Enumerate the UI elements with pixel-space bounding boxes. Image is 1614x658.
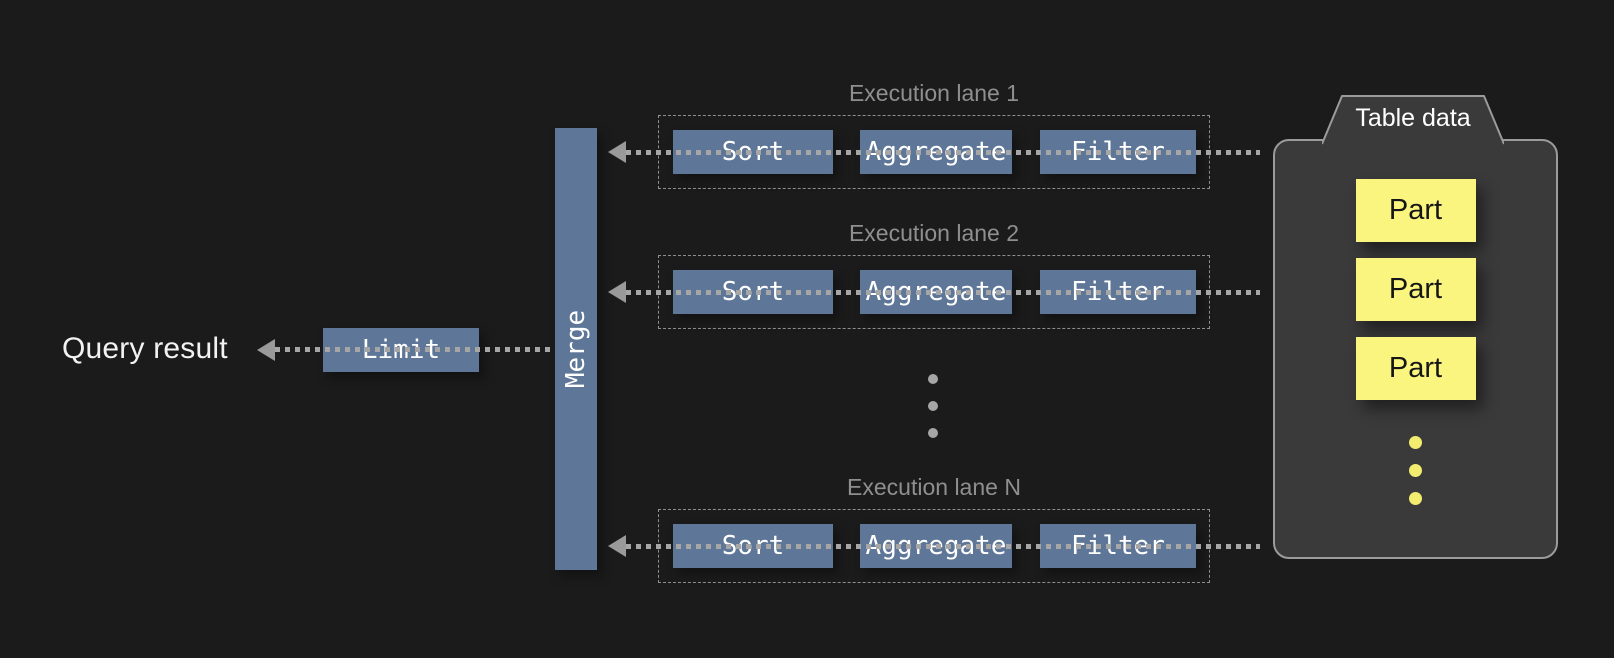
part-block: Part <box>1355 258 1476 321</box>
parts-ellipsis-icon <box>1409 436 1422 505</box>
flow-line-lane <box>626 544 1260 549</box>
flow-line-lane <box>626 290 1260 295</box>
lanes-ellipsis-icon <box>928 374 938 438</box>
arrow-left-icon <box>608 141 626 163</box>
ellipsis-dot <box>1409 436 1422 449</box>
part-block: Part <box>1355 337 1476 400</box>
lane-title: Execution lane 1 <box>848 80 1020 106</box>
execution-lane-1: Execution lane 1 Sort Aggregate Filter <box>0 80 1614 189</box>
part-block: Part <box>1355 179 1476 242</box>
execution-lane-2: Execution lane 2 Sort Aggregate Filter <box>0 220 1614 329</box>
flow-line-limit <box>275 347 555 352</box>
table-data-title: Table data <box>1355 104 1471 132</box>
table-data-tab <box>1322 95 1504 145</box>
lane-title: Execution lane 2 <box>848 220 1020 246</box>
ellipsis-dot <box>928 374 938 384</box>
ellipsis-dot <box>1409 492 1422 505</box>
ellipsis-dot <box>928 401 938 411</box>
arrow-left-icon <box>257 339 275 361</box>
arrow-left-icon <box>608 535 626 557</box>
lane-title: Execution lane N <box>847 474 1021 500</box>
merge-label: Merge <box>561 309 591 389</box>
ellipsis-dot <box>928 428 938 438</box>
query-result-label: Query result <box>62 332 228 365</box>
execution-lane-n: Execution lane N Sort Aggregate Filter <box>0 474 1614 583</box>
merge-operator: Merge <box>555 128 597 570</box>
table-data-container: Part Part Part <box>1273 139 1558 559</box>
part-label: Part <box>1388 273 1443 305</box>
part-label: Part <box>1388 352 1443 384</box>
arrow-left-icon <box>608 281 626 303</box>
ellipsis-dot <box>1409 464 1422 477</box>
flow-line-lane <box>626 150 1260 155</box>
part-label: Part <box>1388 194 1443 226</box>
